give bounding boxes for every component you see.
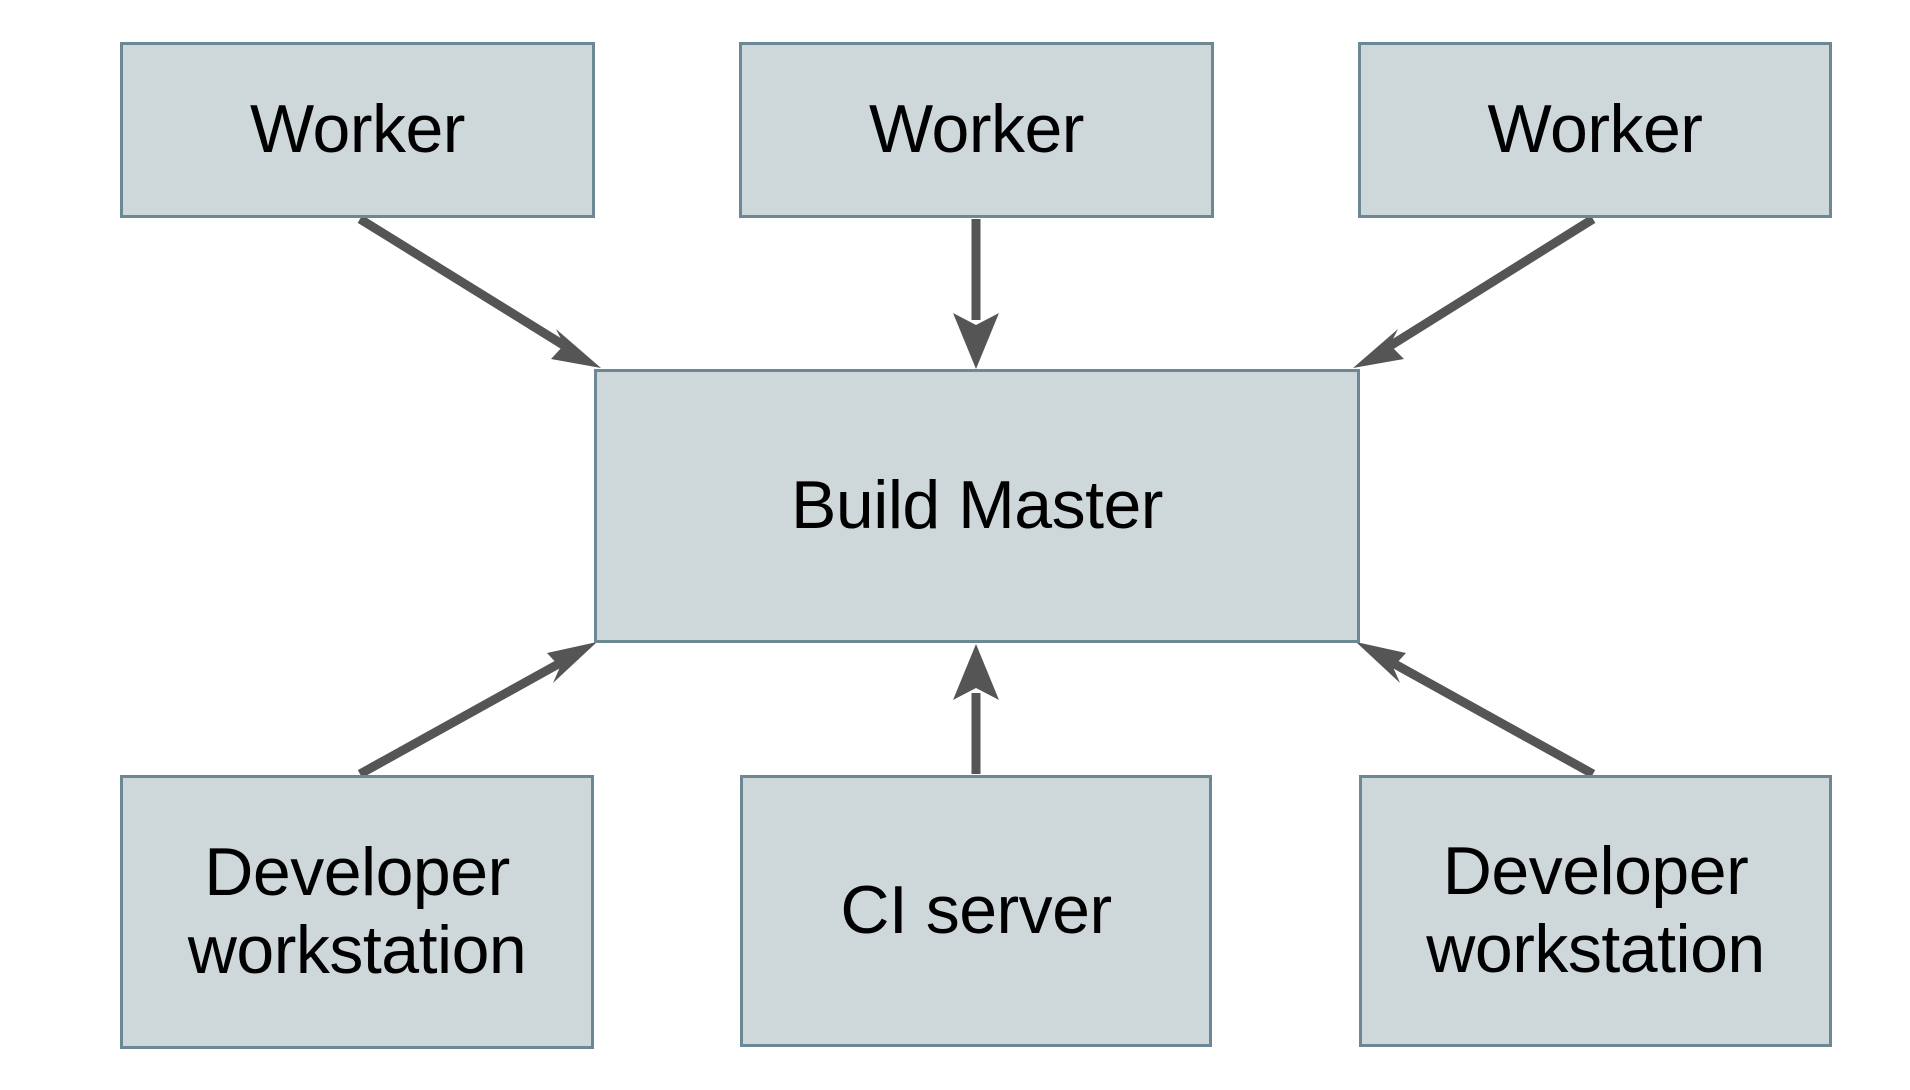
node-developer-workstation-left-label: Developer workstation — [187, 834, 527, 988]
edge-ci-server-to-build-master — [953, 644, 999, 774]
node-ci-server[interactable]: CI server — [740, 775, 1212, 1047]
node-build-master-label: Build Master — [791, 467, 1163, 544]
node-worker-1-label: Worker — [250, 91, 465, 168]
node-developer-workstation-right[interactable]: Developer workstation — [1359, 775, 1832, 1047]
edge-worker-3-to-build-master — [1353, 215, 1596, 368]
node-worker-3-label: Worker — [1487, 91, 1703, 168]
node-ci-server-label: CI server — [840, 872, 1112, 949]
edge-dev-left-to-build-master — [357, 642, 597, 778]
node-worker-2[interactable]: Worker — [739, 42, 1214, 218]
node-worker-3[interactable]: Worker — [1358, 42, 1832, 218]
edge-worker-2-to-build-master — [953, 219, 999, 369]
node-worker-1[interactable]: Worker — [120, 42, 595, 218]
node-developer-workstation-right-label: Developer workstation — [1426, 833, 1765, 987]
edge-worker-1-to-build-master — [357, 215, 601, 368]
node-build-master[interactable]: Build Master — [594, 369, 1360, 643]
node-developer-workstation-left[interactable]: Developer workstation — [120, 775, 594, 1049]
node-worker-2-label: Worker — [869, 91, 1084, 168]
edge-dev-right-to-build-master — [1356, 642, 1596, 778]
